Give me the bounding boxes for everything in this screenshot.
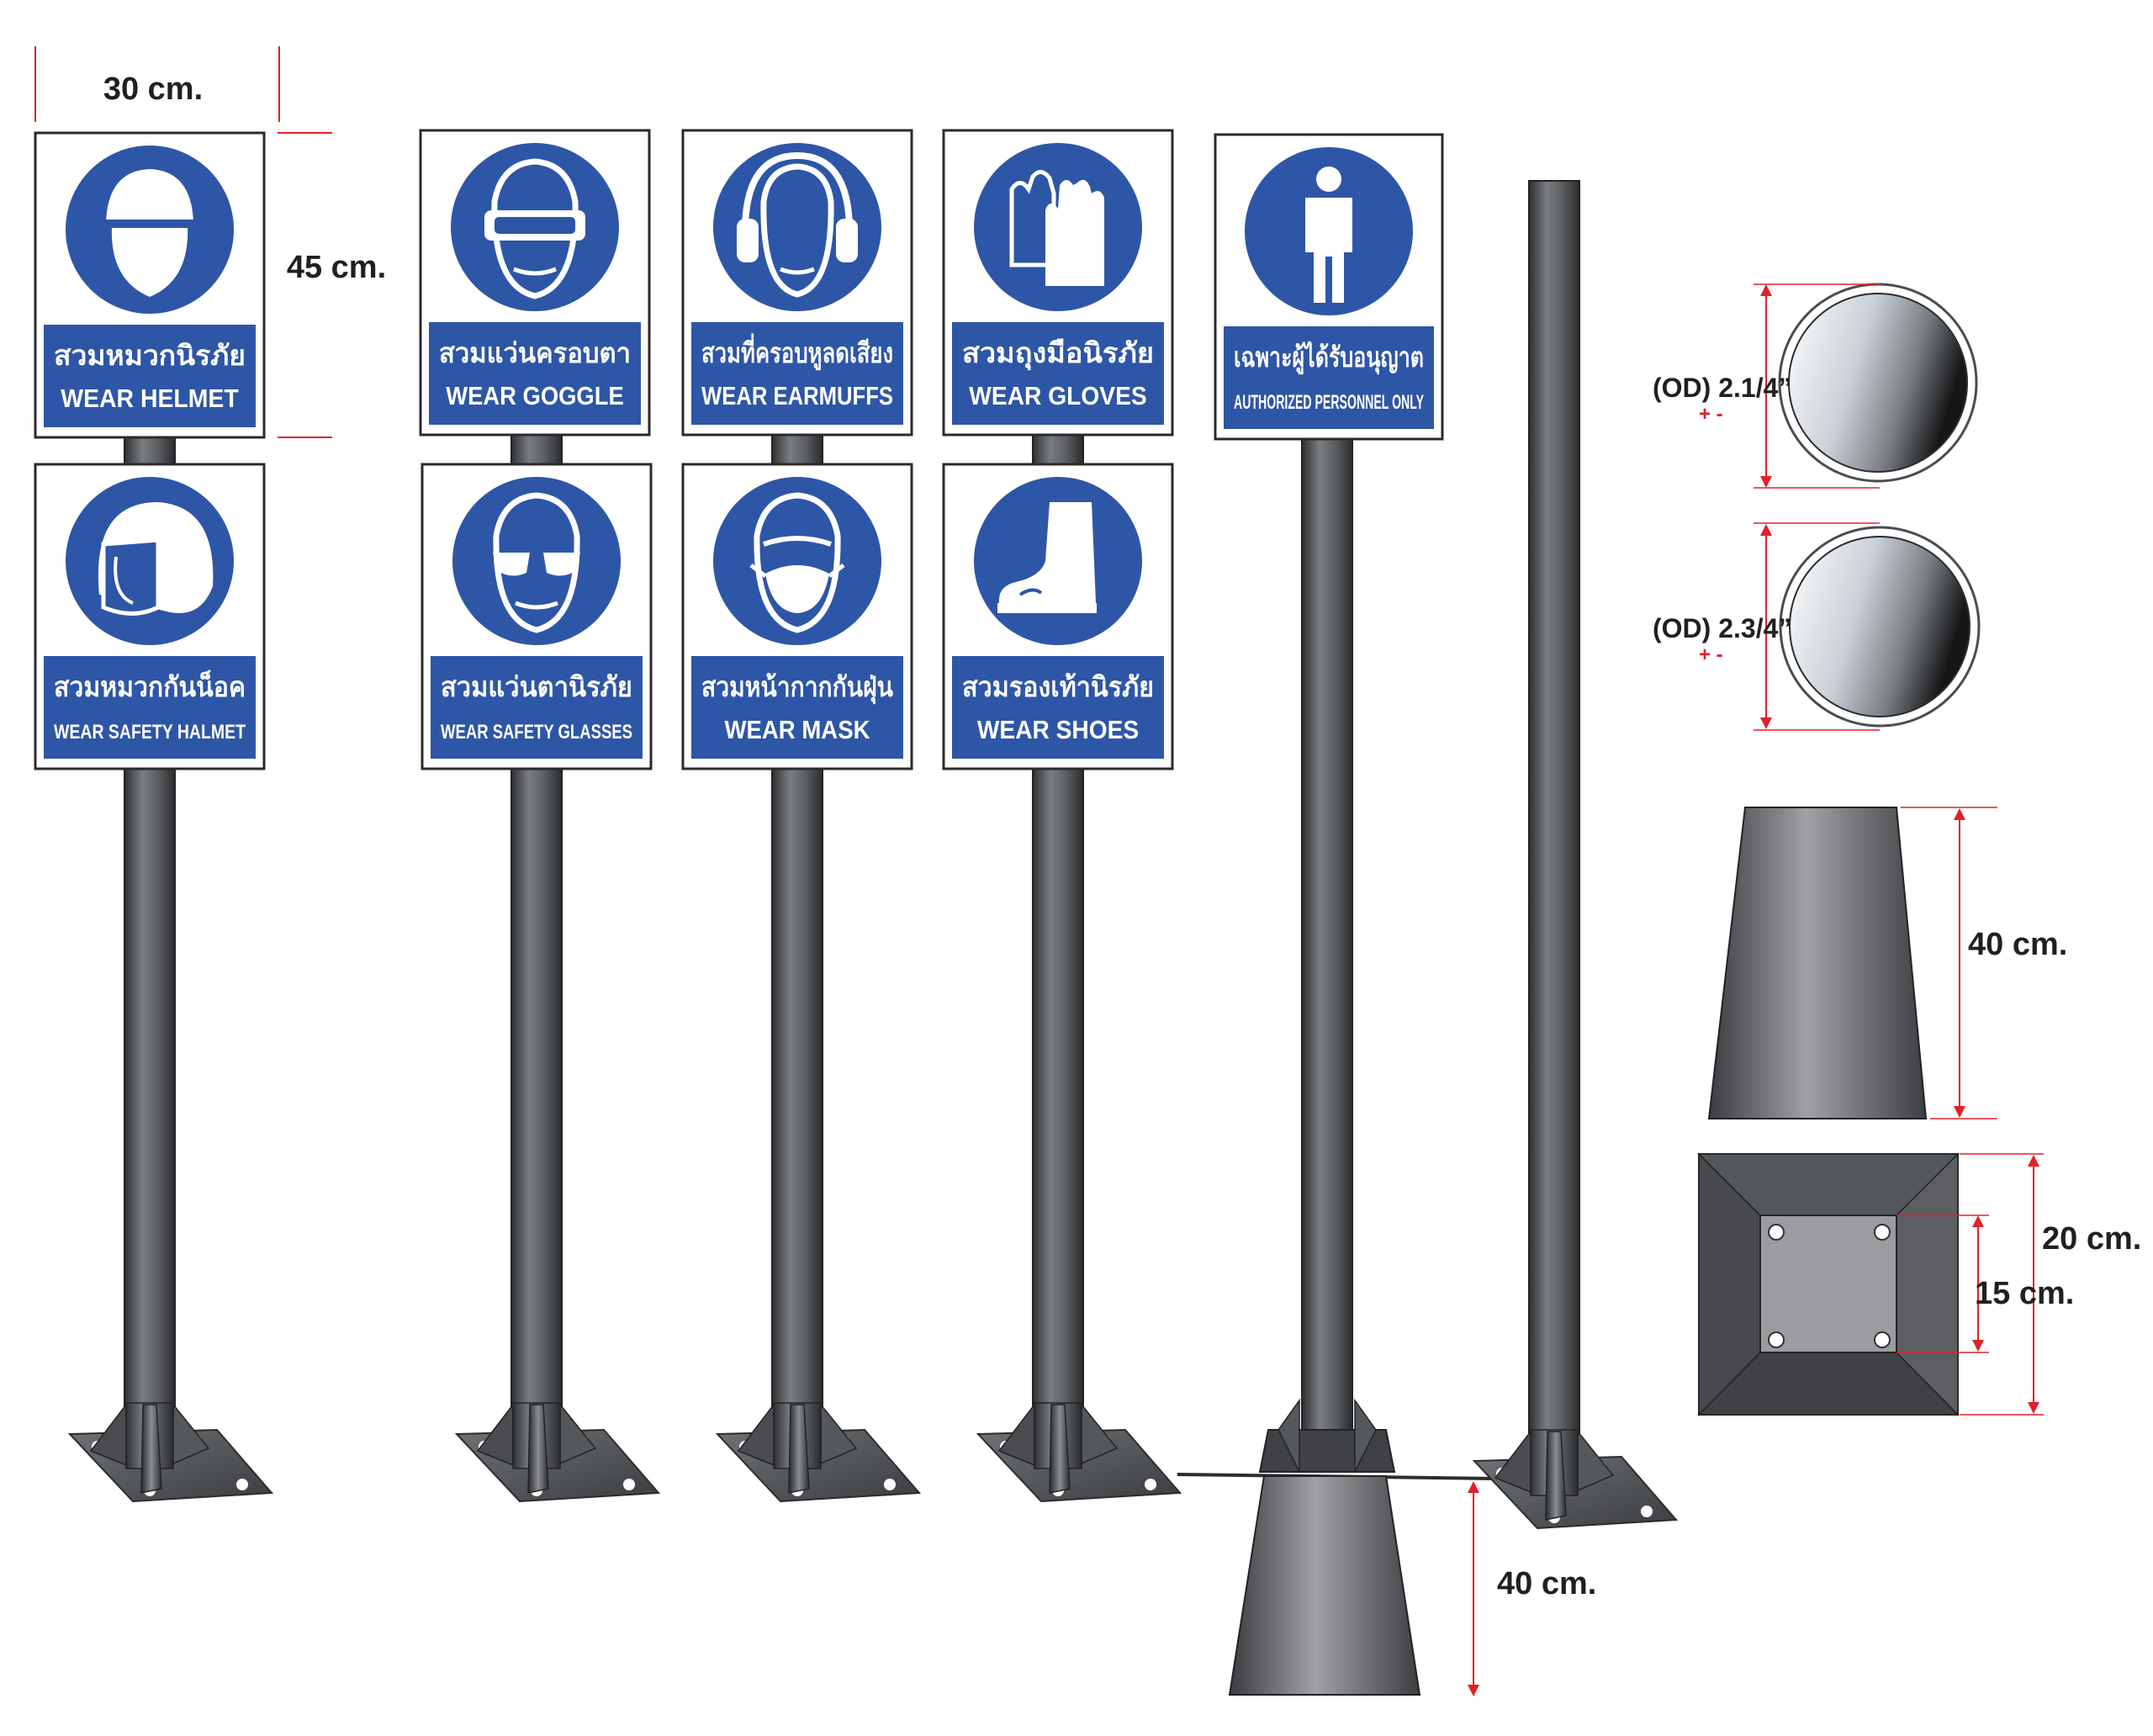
sign-text-band [429,322,641,425]
base-outer-label: 20 cm. [2042,1221,2141,1257]
sign-face-shield-helmet: สวมหมวกกันน็อค WEAR SAFETY HALMET [34,463,266,770]
ground-depth-label: 40 cm. [1497,1566,1596,1601]
sign-eng-label: WEAR MASK [725,715,871,744]
base-inner-label: 15 cm. [1975,1276,2074,1311]
sign-width-dimension: 30 cm. [34,46,280,122]
sign-eng-label: WEAR GOGGLE [446,381,623,410]
safety-glasses-icon [493,492,580,633]
pipe-section-small: (OD) 2.1/4” + - [1653,283,1978,489]
sign-width-label: 30 cm. [103,71,203,107]
pipe-od-large-label: (OD) 2.3/4” [1653,613,1791,643]
sign-eng-label: WEAR EARMUFFS [701,381,893,410]
pole-6-standalone [1473,180,1677,1529]
sign-eng-label: WEAR HELMET [61,384,238,413]
sign-text-band [44,656,256,759]
tolerance-label-2: + - [1699,643,1723,666]
helmet-icon [101,169,198,297]
sign-text-band [952,322,1164,425]
sign-text-band [431,656,643,759]
person-icon [1305,167,1352,303]
earmuffs-icon [737,151,858,298]
sign-thai-label: สวมถุงมือนิรภัย [962,336,1154,371]
sign-gloves: สวมถุงมือนิรภัย WEAR GLOVES [942,129,1174,437]
boots-icon [997,502,1097,613]
sign-eng-label: WEAR SHOES [977,715,1139,744]
sign-text-band [691,322,903,425]
sign-text-band [952,656,1164,759]
sign-circle [452,477,621,645]
base-plate-detail: 20 cm. 15 cm. [1697,1152,2141,1416]
sign-earmuffs: สวมที่ครอบหูลดเสียง WEAR EARMUFFS [681,129,913,437]
sign-thai-label: สวมหมวกกันน็อค [54,670,246,703]
sign-boots: สวมรองเท้านิรภัย WEAR SHOES [942,463,1174,770]
face-shield-helmet-icon [98,502,214,616]
sign-text-band [1224,326,1434,429]
sign-thai-label: สวมหน้ากากกันฝุ่น [701,670,893,705]
sign-helmet: สวมหมวกนิรภัย WEAR HELMET [34,131,266,439]
cone-height-label: 40 cm. [1968,927,2067,962]
sign-height-dimension: 45 cm. [278,132,386,438]
pole-5-with-cone [1177,437,1628,1696]
sign-text-band [691,656,903,759]
pipe-od-small-label: (OD) 2.1/4” [1653,373,1791,403]
sign-height-label: 45 cm. [287,250,386,285]
pipe-section-large: (OD) 2.3/4” + - [1653,522,1981,731]
tolerance-label-1: + - [1699,403,1723,426]
ground-depth-dimension: 40 cm. [1468,1481,1596,1696]
sign-thai-label: สวมรองเท้านิรภัย [962,670,1154,703]
sign-person: เฉพาะผู้ได้รับอนุญาต AUTHORIZED PERSONNEL… [1214,133,1444,441]
sign-text-band [44,325,256,427]
sign-eng-label: WEAR SAFETY GLASSES [441,721,632,744]
sign-thai-label: สวมแว่นตานิรภัย [441,670,632,703]
sign-circle [713,477,881,645]
sign-thai-label: สวมหมวกนิรภัย [54,339,246,372]
sign-thai-label: เฉพาะผู้ได้รับอนุญาต [1234,341,1424,375]
sign-thai-label: สวมแว่นครอบตา [439,336,631,369]
sign-eng-label: AUTHORIZED PERSONNEL ONLY [1234,391,1424,414]
cone-detail: 40 cm. [1707,807,2067,1119]
signs: สวมหมวกนิรภัย WEAR HELMET สวมหมวกกันน็อค WE… [34,129,1444,770]
sign-eng-label: WEAR SAFETY HALMET [54,721,246,744]
sign-thai-label: สวมที่ครอบหูลดเสียง [701,333,893,371]
sign-mask: สวมหน้ากากกันฝุ่น WEAR MASK [681,463,913,770]
gloves-icon [1009,170,1104,286]
sign-safety-glasses: สวมแว่นตานิรภัย WEAR SAFETY GLASSES [421,463,653,770]
goggles-icon [484,158,585,299]
sign-goggles: สวมแว่นครอบตา WEAR GOGGLE [419,129,651,437]
mask-icon [749,492,845,633]
sign-eng-label: WEAR GLOVES [969,381,1146,410]
